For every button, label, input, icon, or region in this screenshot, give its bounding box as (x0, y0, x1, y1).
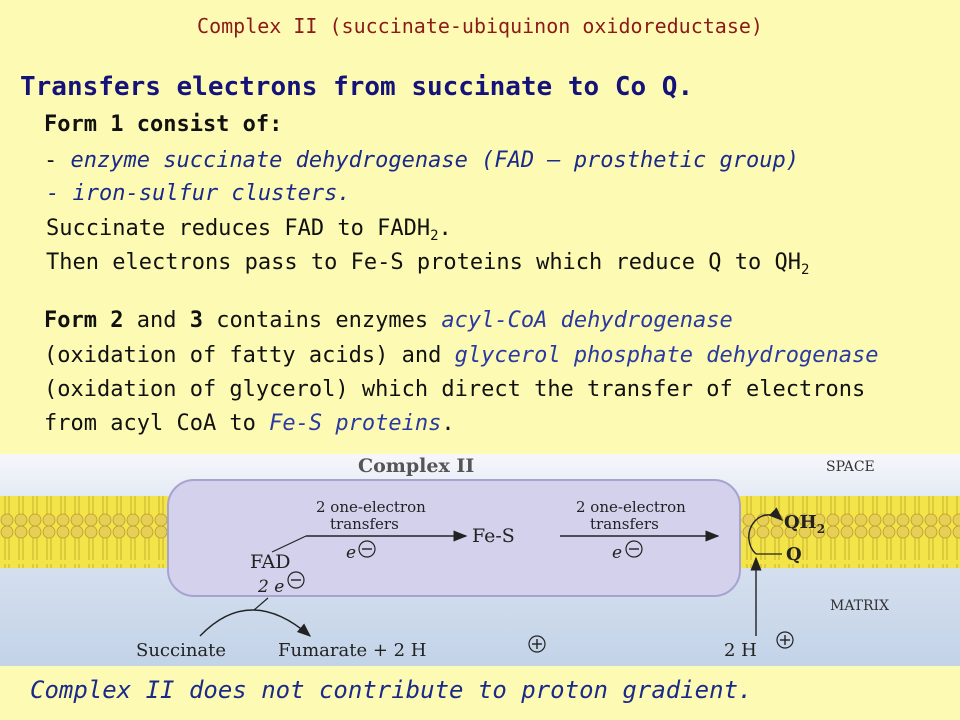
diagram-title: Complex II (358, 455, 474, 477)
form1-line4: Then electrons pass to Fe-S proteins whi… (46, 250, 810, 278)
qh2-label: QH2 (784, 512, 825, 536)
succinate-oxidation-arrow (199, 609, 312, 637)
form1-line3: Succinate reduces FAD to FADH2. (46, 216, 452, 244)
transfer2-line2: transfers (590, 515, 659, 533)
minus-charge-icon (287, 571, 305, 589)
slide-title: Complex II (succinate-ubiquinon oxidored… (197, 14, 763, 38)
form1-line1: - enzyme succinate dehydrogenase (FAD – … (44, 148, 799, 173)
space-label: SPACE (826, 459, 875, 475)
transfer1-line2: transfers (330, 515, 399, 533)
transfer2-line1: 2 one-electron (576, 498, 686, 516)
matrix-label: MATRIX (830, 598, 889, 614)
fumarate-label: Fumarate + 2 H (278, 640, 427, 661)
plus-charge-icon (528, 635, 546, 653)
q-label: Q (786, 544, 802, 565)
q-reduction-arrow (748, 507, 784, 555)
succinate-label: Succinate (136, 640, 226, 661)
complex-ii-diagram: Complex II SPACE MATRIX 2 one-electron t… (0, 454, 960, 666)
electron-2: e (612, 543, 622, 563)
form2-line2: (oxidation of fatty acids) and glycerol … (44, 343, 879, 368)
electron-1: e (346, 543, 356, 563)
form2-line1: Form 2 and 3 contains enzymes acyl-CoA d… (44, 308, 733, 333)
fad-label: FAD (250, 551, 291, 573)
two-protons-label: 2 H (724, 640, 757, 661)
main-heading: Transfers electrons from succinate to Co… (20, 72, 694, 102)
form2-line3: (oxidation of glycerol) which direct the… (44, 377, 866, 402)
footer-note: Complex II does not contribute to proton… (30, 676, 753, 704)
form1-label: Form 1 consist of: (44, 112, 283, 137)
minus-charge-icon (358, 540, 376, 558)
electron-flow-connector (253, 597, 269, 611)
minus-charge-icon (625, 540, 643, 558)
transfer1-line1: 2 one-electron (316, 498, 426, 516)
form1-line2: - iron-sulfur clusters. (46, 181, 351, 206)
plus-charge-icon (776, 631, 794, 649)
two-electrons-label: 2 e (257, 577, 284, 597)
form2-line4: from acyl CoA to Fe-S proteins. (44, 411, 455, 436)
fad-connector (271, 535, 307, 553)
fes-label: Fe-S (472, 525, 515, 547)
